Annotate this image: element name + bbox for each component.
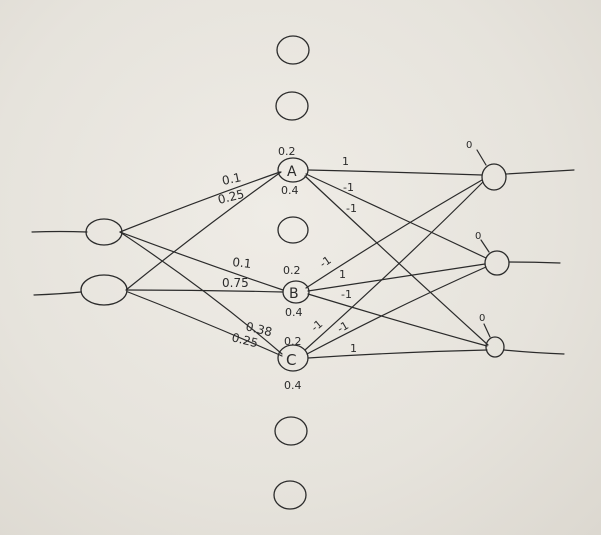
weight-to-C-1: 0.38 — [244, 319, 273, 339]
weight-to-C-2: 0.25 — [230, 330, 259, 350]
weight-to-B-1: 0.1 — [232, 255, 252, 271]
node-A-top-value: 0.2 — [278, 145, 296, 158]
hidden-node-C: C 0.2 0.4 — [277, 335, 309, 392]
edge-B-o2 — [307, 263, 486, 292]
output-node-1 — [481, 163, 507, 191]
edge-in1-A — [119, 171, 281, 233]
node-B-bottom-value: 0.4 — [285, 306, 303, 319]
weight-to-A-2: 0.25 — [216, 187, 245, 207]
hidden-node-B: B 0.2 0.4 — [282, 264, 310, 319]
output-bias-tick-3 — [483, 323, 491, 338]
edge-C-o1 — [304, 181, 484, 351]
node-C-letter: C — [286, 351, 296, 369]
edge-A-o1 — [307, 169, 483, 176]
weight-to-B-2: 0.75 — [222, 276, 249, 290]
edge-in2-B — [127, 289, 284, 293]
node-A-circle — [277, 157, 309, 183]
node-B-top-value: 0.2 — [283, 264, 301, 277]
weight-to-A-1: 0.1 — [221, 170, 243, 188]
weight-A-1: 1 — [342, 155, 349, 168]
edge-in1-C — [119, 231, 283, 355]
hidden-node-mid — [277, 216, 309, 244]
output-node-2 — [484, 250, 510, 276]
input-layer — [31, 218, 128, 306]
output-bias-tick-2 — [480, 239, 490, 253]
output-weight-labels: 1 -1 -1 -1 1 -1 -1 -1 1 — [309, 155, 357, 355]
input-weight-labels: 0.1 0.25 0.1 0.75 0.38 0.25 — [216, 170, 273, 350]
hidden-node-top-1 — [276, 35, 310, 65]
input-hidden-edges — [119, 171, 284, 357]
hidden-node-A: A 0.2 0.4 — [277, 145, 309, 197]
output-bias-3: 0 — [479, 313, 485, 324]
output-bias-tick-1 — [476, 149, 487, 166]
edge-in1-B — [119, 231, 284, 291]
hidden-output-edges — [304, 169, 489, 359]
weight-A-2: -1 — [343, 181, 354, 194]
hidden-layer-empty-nodes — [273, 35, 310, 510]
hidden-node-bottom-1 — [274, 416, 308, 446]
input-node-2 — [80, 274, 128, 306]
edge-A-o3 — [304, 175, 489, 346]
output-bias-2: 0 — [475, 231, 481, 242]
edge-B-o1 — [305, 179, 483, 289]
edge-C-o3 — [307, 349, 488, 359]
weight-B-3: -1 — [341, 288, 352, 301]
weight-B-2: 1 — [339, 268, 346, 281]
node-A-bottom-value: 0.4 — [281, 184, 299, 197]
node-A-letter: A — [287, 164, 297, 180]
edge-A-o2 — [305, 173, 487, 259]
weight-B-1: -1 — [317, 254, 333, 271]
edge-in2-A — [125, 171, 282, 291]
edge-in2-C — [127, 291, 283, 357]
hidden-node-bottom-2 — [273, 480, 307, 510]
input-line-2 — [33, 291, 82, 296]
weight-C-1: -1 — [309, 317, 326, 334]
output-bias-1: 0 — [466, 140, 472, 151]
input-node-1 — [85, 218, 123, 246]
output-line-2 — [508, 261, 561, 264]
output-line-3 — [503, 349, 565, 355]
weight-A-3: -1 — [346, 202, 357, 215]
input-line-1 — [31, 230, 88, 233]
hidden-node-top-2 — [275, 91, 309, 121]
output-line-1 — [505, 169, 575, 175]
weight-C-3: 1 — [350, 342, 357, 355]
output-layer: 0 0 0 — [466, 140, 575, 358]
node-C-circle — [277, 344, 309, 372]
node-C-top-value: 0.2 — [284, 335, 302, 348]
node-C-bottom-value: 0.4 — [284, 379, 302, 392]
edge-B-o3 — [307, 293, 488, 347]
node-B-circle — [282, 280, 310, 304]
edge-C-o2 — [306, 266, 487, 355]
node-B-letter: B — [289, 286, 299, 302]
output-node-3 — [485, 336, 505, 358]
